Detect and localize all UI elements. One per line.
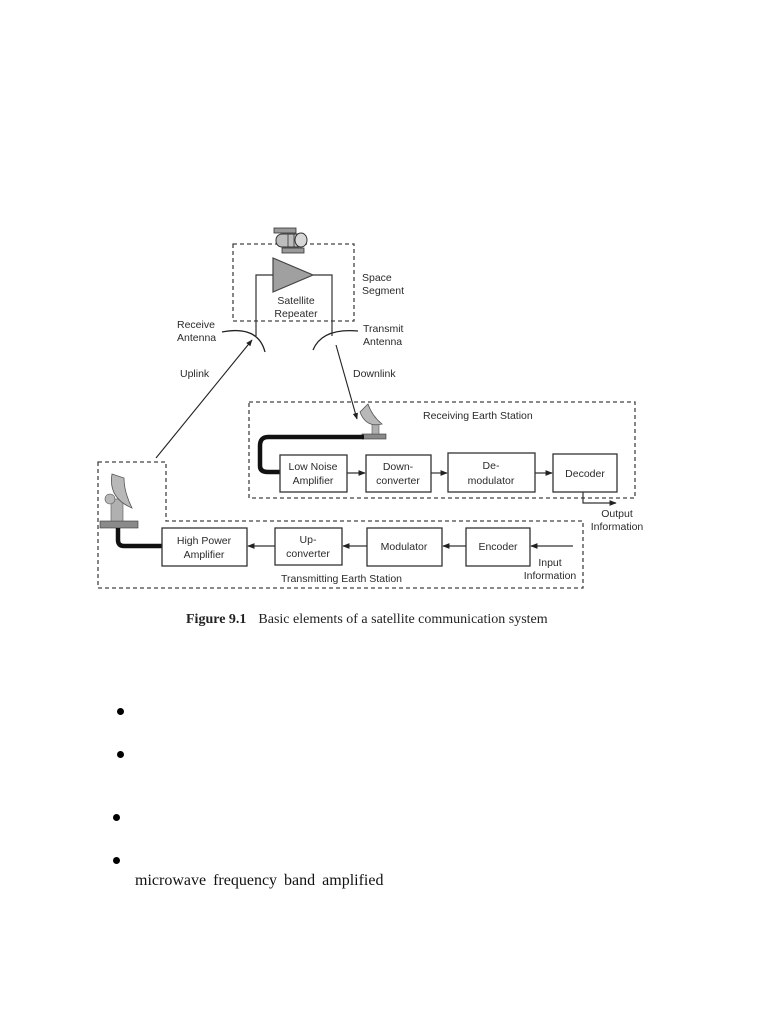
demodulator-label-1: De- <box>483 460 500 472</box>
bullet-1 <box>117 708 124 715</box>
satellite-system-figure: Satellite Repeater Space Segment Receive… <box>97 227 644 628</box>
encoder-label: Encoder <box>478 541 518 553</box>
receiving-station-boundary <box>248 401 636 499</box>
space-segment-label-2: Segment <box>362 285 404 297</box>
uplink-arrow <box>155 339 253 459</box>
satellite-icon <box>273 227 308 254</box>
bullet-4 <box>113 857 120 864</box>
hpa-label-2: Amplifier <box>184 549 225 561</box>
output-arrow <box>582 492 617 506</box>
repeater-label-1: Satellite <box>277 295 315 307</box>
transmit-feed-cable <box>115 528 162 549</box>
downlink-label: Downlink <box>353 368 396 380</box>
demodulator-label-2: modulator <box>468 475 515 487</box>
receive-antenna-label-2: Antenna <box>177 332 216 344</box>
receive-antenna-icon <box>221 329 266 353</box>
hpa-label-1: High Power <box>177 535 232 547</box>
figure-caption: Figure 9.1 Basic elements of a satellite … <box>186 612 548 628</box>
body-text-line: microwave frequency band amplified <box>135 872 384 889</box>
lna-label-2: Amplifier <box>293 475 334 487</box>
down-converter-label-2: converter <box>376 475 420 487</box>
downlink-arrow <box>335 344 358 420</box>
lna-label-1: Low Noise <box>288 461 337 473</box>
figure-caption-text: Basic elements of a satellite communicat… <box>258 612 548 627</box>
decoder-label: Decoder <box>565 468 605 480</box>
modulator-block <box>366 527 443 567</box>
transmitting-station-boundary <box>97 461 584 589</box>
output-label-2: Information <box>591 521 644 533</box>
up-converter-label-2: converter <box>286 548 330 560</box>
modulator-label: Modulator <box>381 541 428 553</box>
transmit-antenna-icon <box>312 329 359 351</box>
down-converter-block <box>365 454 432 493</box>
transmit-antenna-label-1: Transmit <box>363 323 404 335</box>
transmitting-station-title: Transmitting Earth Station <box>281 573 402 585</box>
output-label-1: Output <box>601 508 633 520</box>
repeater-label-2: Repeater <box>274 308 318 320</box>
transmit-antenna-label-2: Antenna <box>363 336 402 348</box>
input-label-1: Input <box>538 557 561 569</box>
bullet-3 <box>113 814 120 821</box>
transmitting-dish-icon <box>99 473 139 529</box>
up-converter-label-1: Up- <box>300 534 317 546</box>
space-segment-boundary <box>232 243 355 322</box>
uplink-label: Uplink <box>180 368 210 380</box>
down-converter-label-1: Down- <box>383 461 414 473</box>
satellite-repeater-amplifier <box>255 257 333 336</box>
space-segment-label-1: Space <box>362 272 392 284</box>
receiving-station-title: Receiving Earth Station <box>423 410 533 422</box>
bullet-2 <box>117 751 124 758</box>
demodulator-block <box>447 452 536 493</box>
receive-antenna-label-1: Receive <box>177 319 215 331</box>
input-label-2: Information <box>524 570 577 582</box>
encoder-block <box>465 527 531 567</box>
receive-feed-cable <box>257 434 364 475</box>
figure-number: Figure 9.1 <box>186 612 247 627</box>
receiving-dish-icon <box>359 403 387 440</box>
decoder-block <box>552 453 618 493</box>
high-power-amplifier-block <box>161 527 248 567</box>
